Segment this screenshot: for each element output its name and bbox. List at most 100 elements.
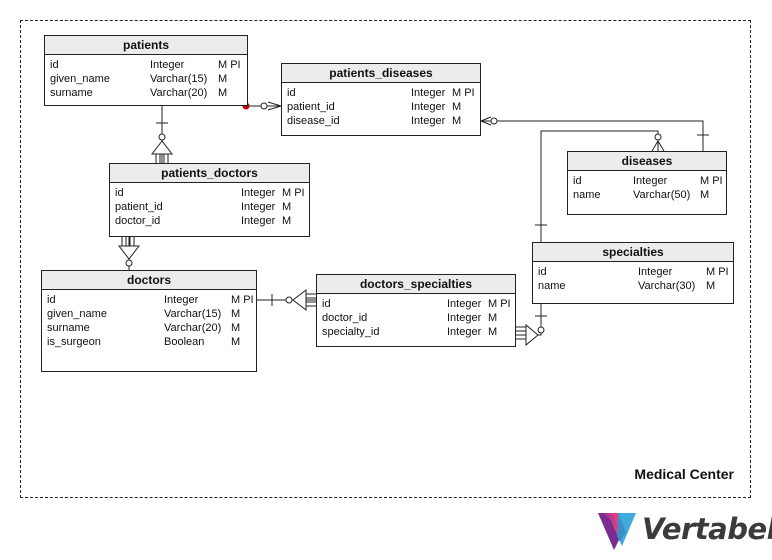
column-name: surname xyxy=(47,322,90,334)
table-name: diseases xyxy=(568,152,726,171)
column-row[interactable]: id Integer M PI xyxy=(573,174,723,188)
table-name: specialties xyxy=(533,243,733,262)
column-name: name xyxy=(573,189,601,201)
column-flags: M xyxy=(218,87,228,99)
column-type: Integer xyxy=(150,59,185,71)
subject-area-label: Medical Center xyxy=(634,466,734,482)
column-flags: M xyxy=(488,312,498,324)
column-name: id xyxy=(47,294,56,306)
column-type: Integer xyxy=(241,215,276,227)
column-flags: M xyxy=(452,101,462,113)
column-type: Varchar(50) xyxy=(633,189,691,201)
column-flags: M PI xyxy=(488,298,511,310)
column-type: Integer xyxy=(241,187,276,199)
column-type: Integer xyxy=(633,175,668,187)
column-type: Varchar(20) xyxy=(150,87,208,99)
column-type: Integer xyxy=(411,87,446,99)
column-name: id xyxy=(322,298,331,310)
column-type: Integer xyxy=(447,326,482,338)
column-flags: M xyxy=(231,308,241,320)
column-row[interactable]: id Integer M PI xyxy=(287,86,475,100)
table-name: patients_diseases xyxy=(282,64,480,83)
column-row[interactable]: name Varchar(30) M xyxy=(538,279,728,293)
column-name: name xyxy=(538,280,566,292)
column-row[interactable]: doctor_id Integer M xyxy=(115,214,304,228)
column-row[interactable]: id Integer M PI xyxy=(47,293,254,307)
column-type: Varchar(20) xyxy=(164,322,222,334)
column-row[interactable]: surname Varchar(20) M xyxy=(47,321,251,335)
brand-name: Vertabelo xyxy=(642,512,772,546)
column-name: surname xyxy=(50,87,93,99)
table-name: patients_doctors xyxy=(110,164,309,183)
column-name: doctor_id xyxy=(115,215,161,227)
column-row[interactable]: id Integer M PI xyxy=(115,186,305,200)
column-type: Varchar(30) xyxy=(638,280,696,292)
column-type: Boolean xyxy=(164,336,205,348)
rel-diseases-patients-diseases xyxy=(481,120,704,151)
column-type: Integer xyxy=(411,101,446,113)
column-row[interactable]: disease_id Integer M xyxy=(287,114,475,128)
column-flags: M xyxy=(231,322,241,334)
column-name: is_surgeon xyxy=(47,336,101,348)
column-row[interactable]: is_surgeon Boolean M xyxy=(47,335,251,349)
column-name: patient_id xyxy=(115,201,163,213)
crow-foot-icon xyxy=(267,101,282,111)
column-name: id xyxy=(50,59,59,71)
column-flags: M PI xyxy=(700,175,723,187)
column-flags: M PI xyxy=(282,187,305,199)
table-name: patients xyxy=(45,36,247,55)
column-flags: M xyxy=(706,280,716,292)
column-flags: M PI xyxy=(706,266,729,278)
column-name: disease_id xyxy=(287,115,340,127)
optional-circle-icon xyxy=(260,102,268,110)
column-name: given_name xyxy=(50,73,110,85)
column-type: Integer xyxy=(447,312,482,324)
column-type: Integer xyxy=(241,201,276,213)
column-name: doctor_id xyxy=(322,312,368,324)
column-flags: M xyxy=(452,115,462,127)
table-diseases[interactable]: diseases id Integer M PI name Varchar(50) M xyxy=(567,151,727,215)
column-flags: M PI xyxy=(231,294,254,306)
subject-area-boundary xyxy=(20,20,751,498)
table-name: doctors xyxy=(42,271,256,290)
column-name: patient_id xyxy=(287,101,335,113)
column-row[interactable]: patient_id Integer M xyxy=(287,100,475,114)
column-type: Integer xyxy=(447,298,482,310)
column-flags: M PI xyxy=(452,87,475,99)
column-name: id xyxy=(287,87,296,99)
column-flags: M PI xyxy=(218,59,241,71)
column-name: specialty_id xyxy=(322,326,380,338)
column-row[interactable]: specialty_id Integer M xyxy=(322,325,510,339)
column-flags: M xyxy=(700,189,710,201)
column-type: Integer xyxy=(164,294,199,306)
column-name: id xyxy=(115,187,124,199)
column-flags: M xyxy=(488,326,498,338)
column-row[interactable]: surname Varchar(20) M xyxy=(50,86,242,100)
vertabelo-logo: Vertabelo xyxy=(596,510,772,554)
column-flags: M xyxy=(218,73,228,85)
column-type: Varchar(15) xyxy=(164,308,222,320)
column-row[interactable]: doctor_id Integer M xyxy=(322,311,510,325)
column-row[interactable]: id Integer M PI xyxy=(50,58,242,72)
vertabelo-logo-icon xyxy=(598,513,636,550)
column-flags: M xyxy=(282,215,292,227)
column-name: given_name xyxy=(47,308,107,320)
column-row[interactable]: name Varchar(50) M xyxy=(573,188,721,202)
column-type: Integer xyxy=(638,266,673,278)
column-flags: M xyxy=(282,201,292,213)
column-row[interactable]: id Integer M PI xyxy=(322,297,511,311)
column-flags: M xyxy=(231,336,241,348)
table-name: doctors_specialties xyxy=(317,275,515,294)
column-row[interactable]: patient_id Integer M xyxy=(115,200,304,214)
column-name: id xyxy=(573,175,582,187)
column-type: Integer xyxy=(411,115,446,127)
column-row[interactable]: given_name Varchar(15) M xyxy=(47,307,251,321)
